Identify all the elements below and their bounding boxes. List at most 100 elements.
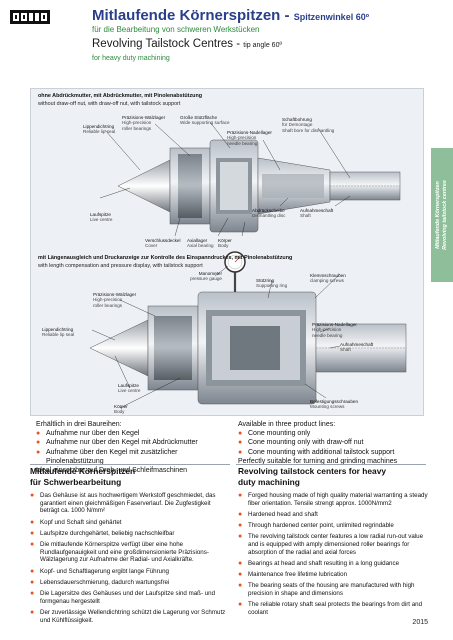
label-en: Reliable lip seal bbox=[42, 332, 75, 338]
list-item: Kopf und Schaft sind gehärtet bbox=[30, 519, 230, 527]
label-de: Präzisions-Nadellager bbox=[227, 130, 272, 135]
label-en: Shaft bore for dismantling bbox=[282, 127, 335, 133]
title-en-main: Revolving Tailstock Centres - bbox=[92, 38, 244, 50]
top-drawing-leaders bbox=[99, 121, 351, 237]
page-number: 2015 bbox=[412, 619, 428, 626]
bottom-drawing-subheading: with length compensation and pressure di… bbox=[38, 263, 203, 269]
availability-de-list: Aufnahme nur über den Kegel Aufnahme nur… bbox=[36, 429, 236, 466]
label-cover: Verschlussdeckel Cover bbox=[145, 238, 181, 249]
label-en: Cover bbox=[145, 243, 158, 249]
top-drawing-subheading: without draw-off nut, with draw-off nut,… bbox=[38, 101, 181, 107]
list-item: Lebensdauerschmierung, dadurch wartungsf… bbox=[30, 579, 230, 587]
label-de: Manometer bbox=[198, 271, 222, 276]
label-en: Live centre bbox=[90, 217, 113, 223]
label-en: Shaft bbox=[300, 213, 311, 219]
label-mounting-screws: Befestigungsschrauben Mounting screws bbox=[310, 399, 358, 410]
label-de: Befestigungsschrauben bbox=[310, 399, 359, 404]
list-item: Der zuverlässige Wellendichtring schützt… bbox=[30, 609, 230, 624]
features-de-heading: Mitlaufende Körnerspitzen für Schwerbear… bbox=[30, 466, 230, 487]
list-item: Aufnahme über den Kegel mit zusätzlicher… bbox=[36, 448, 236, 466]
label-de: Axiallager bbox=[187, 238, 208, 243]
list-item: Cone mounting only bbox=[238, 429, 428, 438]
label-en: Shaft bbox=[340, 347, 351, 353]
label-live-centre-top: Laufspitze Live centre bbox=[90, 212, 112, 223]
label-dismantling-disc: Abdrückscheibe Dismantling disc bbox=[252, 208, 285, 219]
tailstock-centre-cutaway-drawings bbox=[89, 121, 407, 409]
label-de: Körper bbox=[114, 404, 128, 409]
list-item: Bearings at head and shaft resulting in … bbox=[238, 560, 428, 568]
label-de: Verschlussdeckel bbox=[145, 238, 181, 243]
label-en: Reliable lip seal bbox=[83, 129, 116, 135]
features-de-heading-line2: für Schwerbearbeitung bbox=[30, 476, 122, 487]
title-de-main: Mitlaufende Körnerspitzen - bbox=[92, 7, 294, 24]
label-de: Laufspitze bbox=[90, 212, 111, 217]
label-roller-bearings-top: Präzisions-Wälzlager High-precision roll… bbox=[122, 115, 165, 131]
label-de: Aufnahmeschaft bbox=[300, 208, 334, 213]
roehm-logo bbox=[10, 10, 50, 24]
title-de-tip-angle: Spitzenwinkel 60º bbox=[293, 12, 369, 22]
availability-en-intro: Available in three product lines: bbox=[238, 421, 336, 428]
list-item: The revolving tailstock center features … bbox=[238, 533, 428, 556]
list-item: Through hardened center point, unlimited… bbox=[238, 522, 428, 530]
divider-de bbox=[30, 464, 230, 465]
side-tab-line-en: Revolving tailstock centres bbox=[442, 180, 448, 250]
page-subtitle-de: für die Bearbeitung von schweren Werkstü… bbox=[92, 25, 260, 34]
section-side-tab: Mitlaufende Körnerspitzen Revolving tail… bbox=[431, 148, 453, 282]
list-item: The bearing seats of the housing are man… bbox=[238, 582, 428, 597]
list-item: Aufnahme nur über den Kegel bbox=[36, 429, 236, 438]
label-en: needle bearing bbox=[312, 332, 343, 338]
features-en-heading-line2: duty machining bbox=[238, 476, 300, 487]
label-en: needle bearing bbox=[227, 140, 258, 146]
label-de: Abdrückscheibe bbox=[252, 208, 285, 213]
bottom-drawing-leaders bbox=[91, 265, 341, 409]
label-de: Schaftbohrung bbox=[282, 117, 312, 122]
label-en: High-precision bbox=[227, 135, 257, 141]
list-item: Laufspitze durchgehärtet, beliebig nachs… bbox=[30, 530, 230, 538]
label-en: roller bearings bbox=[122, 125, 152, 131]
label-pressure-gauge: Manometer pressure gauge bbox=[178, 271, 222, 282]
availability-en: Available in three product lines: Cone m… bbox=[238, 420, 428, 466]
side-tab-label: Mitlaufende Körnerspitzen Revolving tail… bbox=[435, 180, 449, 250]
label-en: Mounting screws bbox=[310, 404, 345, 410]
features-de-heading-line1: Mitlaufende Körnerspitzen bbox=[30, 466, 136, 476]
label-de: Präzisions-Wälzlager bbox=[93, 292, 137, 297]
label-axial-bearing: Axiallager Axial bearing bbox=[187, 238, 214, 249]
list-item: Maintenance free lifetime lubrication bbox=[238, 571, 428, 579]
list-item: Aufnahme nur über den Kegel mit Abdrückm… bbox=[36, 438, 236, 447]
page-title-de: Mitlaufende Körnerspitzen - Spitzenwinke… bbox=[92, 7, 369, 24]
list-item: Die Lagersitze des Gehäuses und der Lauf… bbox=[30, 590, 230, 605]
label-en: pressure gauge bbox=[190, 276, 222, 282]
label-lip-seal-bottom: Lippendichtring Reliable lip seal bbox=[42, 327, 74, 338]
label-de: Lippendichtring bbox=[83, 124, 115, 129]
label-de: Stützring bbox=[256, 278, 275, 283]
top-drawing-centre bbox=[117, 139, 401, 233]
label-en: Supporting ring bbox=[256, 283, 288, 289]
label-body-top: Körper Body bbox=[218, 238, 232, 249]
label-supporting-ring: Stützring Supporting ring bbox=[256, 278, 287, 289]
label-body-bottom: Körper Body bbox=[114, 404, 128, 415]
label-en: für Demontage bbox=[282, 122, 313, 128]
list-item: Cone mounting only with draw-off nut bbox=[238, 438, 428, 447]
list-item: Hardened head and shaft bbox=[238, 511, 428, 519]
features-en-heading: Revolving tailstock centers for heavy du… bbox=[238, 466, 428, 487]
title-en-tip-angle: tip angle 60º bbox=[243, 42, 283, 49]
list-item: Cone mounting with additional tailstock … bbox=[238, 448, 428, 457]
label-en: Dismantling disc bbox=[252, 213, 286, 219]
label-en: Body bbox=[218, 243, 229, 249]
page-subtitle-en: for heavy duty machining bbox=[92, 55, 170, 62]
bottom-drawing-heading: mit Längenausgleich und Druckanzeige zur… bbox=[38, 255, 293, 261]
bottom-drawing-centre bbox=[89, 251, 407, 405]
label-live-centre-bottom: Laufspitze Live centre bbox=[118, 383, 140, 394]
divider-en bbox=[236, 464, 426, 465]
label-de: Präzisions-Nadellager bbox=[312, 322, 357, 327]
label-de: Laufspitze bbox=[118, 383, 139, 388]
label-en: Live centre bbox=[118, 388, 141, 394]
label-lip-seal-top: Lippendichtring Reliable lip seal bbox=[83, 124, 115, 135]
label-needle-bearing-top: Präzisions-Nadellager High-precision nee… bbox=[227, 130, 272, 146]
availability-de: Erhältlich in drei Baureihen: Aufnahme n… bbox=[36, 420, 236, 475]
label-en: Axial bearing bbox=[187, 243, 214, 249]
label-en: High-precision bbox=[93, 297, 123, 303]
page-title-en: Revolving Tailstock Centres - tip angle … bbox=[92, 38, 282, 50]
availability-en-outro: Perfectly suitable for turning and grind… bbox=[238, 457, 398, 465]
list-item: Forged housing made of high quality mate… bbox=[238, 492, 428, 507]
